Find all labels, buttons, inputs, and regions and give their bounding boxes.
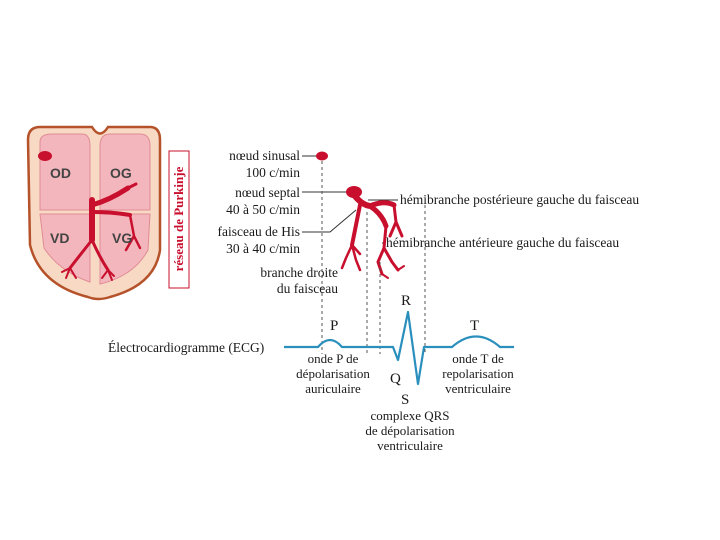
chamber-label-vd: VD <box>50 230 69 246</box>
septal-node-rate: 40 à 50 c/min <box>226 202 300 217</box>
posterior-hemibranch-label: hémibranche postérieure gauche du faisce… <box>400 192 639 207</box>
p-wave-desc-3: auriculaire <box>305 381 361 396</box>
dashed-guides <box>321 161 426 354</box>
sinus-node-rate: 100 c/min <box>246 165 301 180</box>
ecg-s-letter: S <box>401 392 409 408</box>
right-branch-label: branche droite <box>260 265 338 280</box>
purkinje-label-box: réseau de Purkinje <box>168 150 190 289</box>
chamber-label-vg: VG <box>112 230 132 246</box>
septal-node-label: nœud septal <box>235 185 300 200</box>
chamber-label-od: OD <box>50 165 71 181</box>
t-wave-desc-2: repolarisation <box>442 366 514 381</box>
right-branch-label-2: du faisceau <box>277 281 338 296</box>
ecg-t-letter: T <box>470 318 479 334</box>
t-wave-desc-1: onde T de <box>452 351 504 366</box>
ecg-label: Électrocardiogramme (ECG) <box>108 340 264 355</box>
sinus-node-label: nœud sinusal <box>229 148 300 163</box>
qrs-desc-1: complexe QRS <box>370 408 449 423</box>
heart-sinus-node <box>38 151 52 161</box>
left-ventricle <box>99 213 151 285</box>
anterior-hemibranch-label: hémibranche antérieure gauche du faiscea… <box>386 235 619 250</box>
t-wave-desc-3: ventriculaire <box>445 381 511 396</box>
chamber-label-og: OG <box>110 165 132 181</box>
ecg-p-letter: P <box>330 318 338 334</box>
ecg-r-letter: R <box>401 293 411 309</box>
his-bundle-label: faisceau de His <box>218 224 300 239</box>
right-atrium <box>39 133 91 211</box>
heart-conduction-paths <box>61 182 142 281</box>
his-bundle-rate: 30 à 40 c/min <box>226 241 300 256</box>
conduction-labels: nœud sinusal 100 c/min nœud septal 40 à … <box>218 148 640 296</box>
purkinje-label: réseau de Purkinje <box>171 166 186 271</box>
conduction-system <box>316 151 405 279</box>
qrs-desc-2: de dépolarisation <box>365 423 455 438</box>
p-wave-desc-2: dépolarisation <box>296 366 370 381</box>
left-atrium <box>99 133 151 211</box>
ecg-trace <box>284 310 514 386</box>
p-wave-desc-1: onde P de <box>308 351 359 366</box>
leader-lines <box>302 155 398 244</box>
sinus-node-dot <box>316 151 328 161</box>
ecg-q-letter: Q <box>390 371 401 387</box>
heart-schematic: OD OG VD VG <box>26 125 162 301</box>
qrs-desc-3: ventriculaire <box>377 438 443 453</box>
